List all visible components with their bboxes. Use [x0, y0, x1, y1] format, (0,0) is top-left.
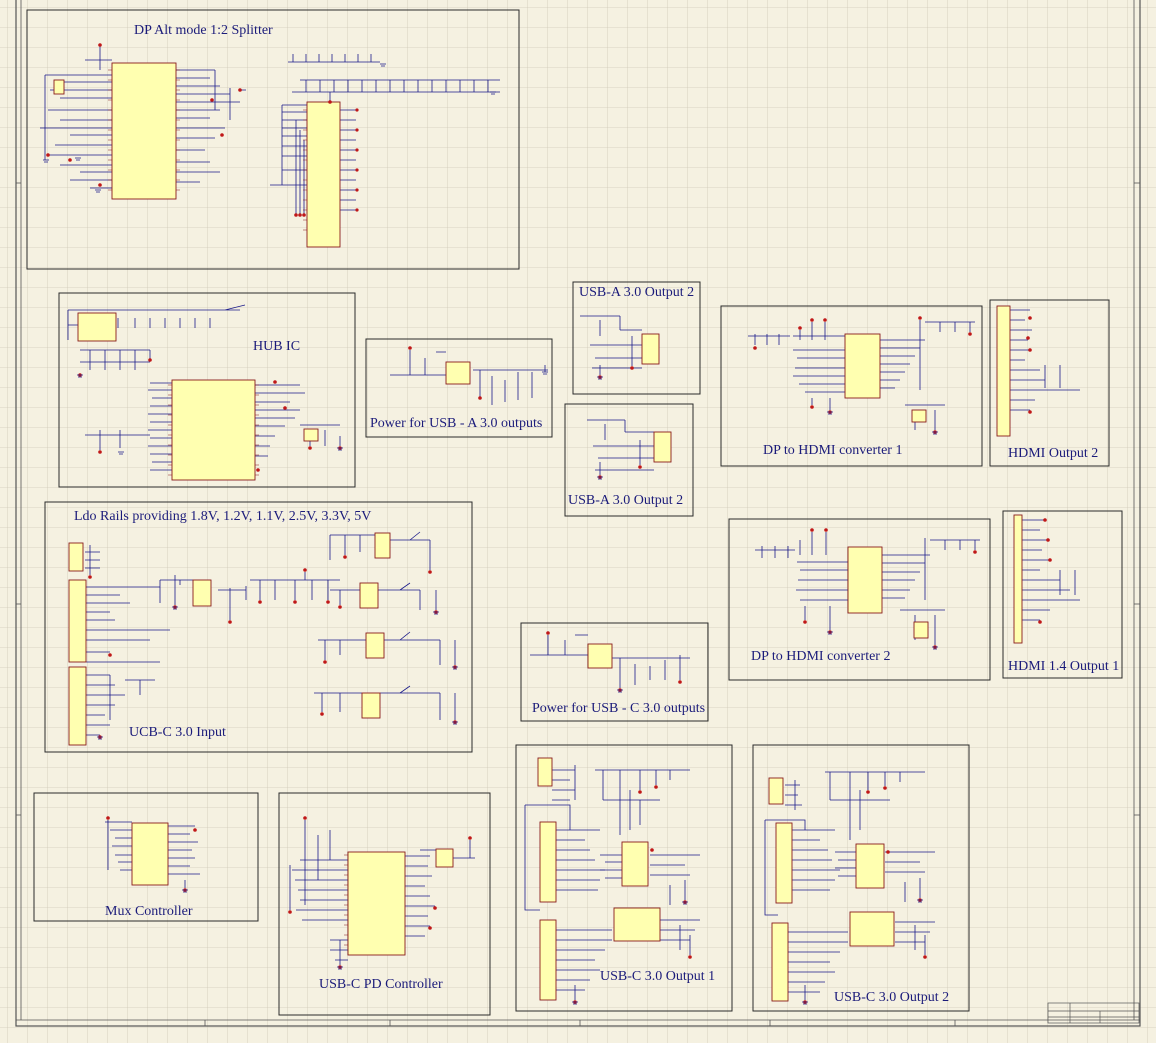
label-hdmi-14-output-1: HDMI 1.4 Output 1 — [1008, 659, 1120, 674]
connector-hdmi-1 — [1013, 514, 1023, 644]
label-dp-alt-mode-splitter: DP Alt mode 1:2 Splitter — [134, 23, 273, 38]
label-hdmi-output-2: HDMI Output 2 — [1008, 446, 1099, 461]
ic-pd-controller — [347, 851, 406, 956]
ic-mux — [131, 822, 169, 886]
frame-dp-hdmi-converter-2 — [728, 518, 991, 681]
label-usb-c-output-2: USB-C 3.0 Output 2 — [834, 990, 950, 1005]
label-mux-controller: Mux Controller — [105, 904, 193, 919]
ic-hub — [171, 379, 256, 481]
ic-dp-hdmi-1 — [844, 333, 881, 399]
zone-markers — [16, 182, 1140, 1026]
ground-symbols — [43, 63, 938, 1005]
pin-stubs — [108, 69, 348, 946]
frame-power-usb-c — [520, 622, 709, 722]
label-usb-c-pd-controller: USB-C PD Controller — [319, 977, 443, 992]
ic-dp-splitter — [111, 62, 177, 200]
connector-hdmi-2 — [996, 305, 1011, 437]
label-power-usb-c: Power for USB - C 3.0 outputs — [532, 701, 706, 716]
block-frames — [26, 9, 1123, 1016]
label-power-usb-a: Power for USB - A 3.0 outputs — [370, 416, 543, 431]
frame-mux-controller — [33, 792, 259, 922]
label-dp-hdmi-converter-1: DP to HDMI converter 1 — [763, 443, 903, 458]
ic-dp-splitter-io — [306, 101, 341, 248]
label-usb-a-output-2-top: USB-A 3.0 Output 2 — [579, 285, 695, 300]
title-block — [1047, 1002, 1140, 1024]
frame-power-usb-a — [365, 338, 553, 438]
frame-dp-hdmi-converter-1 — [720, 305, 983, 467]
frame-usb-c-output-1 — [515, 744, 733, 1012]
frame-usb-c-pd-controller — [278, 792, 491, 1016]
schematic-wires — [40, 45, 1080, 1000]
frame-usb-a-output-2-bottom — [564, 403, 694, 517]
frame-dp-alt-mode-splitter — [26, 9, 520, 270]
frame-hdmi-output-2 — [989, 299, 1110, 467]
frame-hub-ic — [58, 292, 356, 488]
frame-hdmi-14-output-1 — [1002, 510, 1123, 679]
schematic-parts — [53, 62, 1023, 1002]
label-usb-a-output-2-bottom: USB-A 3.0 Output 2 — [568, 493, 684, 508]
frame-ldo-rails — [44, 501, 473, 753]
label-dp-hdmi-converter-2: DP to HDMI converter 2 — [751, 649, 891, 664]
label-hub-ic: HUB IC — [253, 339, 301, 354]
label-ucb-c-input: UCB-C 3.0 Input — [129, 725, 226, 740]
ic-dp-hdmi-2 — [847, 546, 883, 614]
label-ldo-rails: Ldo Rails providing 1.8V, 1.2V, 1.1V, 2.… — [74, 509, 372, 524]
sheet-border — [15, 0, 1141, 1027]
label-usb-c-output-1: USB-C 3.0 Output 1 — [600, 969, 716, 984]
frame-usb-c-output-2 — [752, 744, 970, 1012]
frame-usb-a-output-2-top — [572, 281, 701, 395]
